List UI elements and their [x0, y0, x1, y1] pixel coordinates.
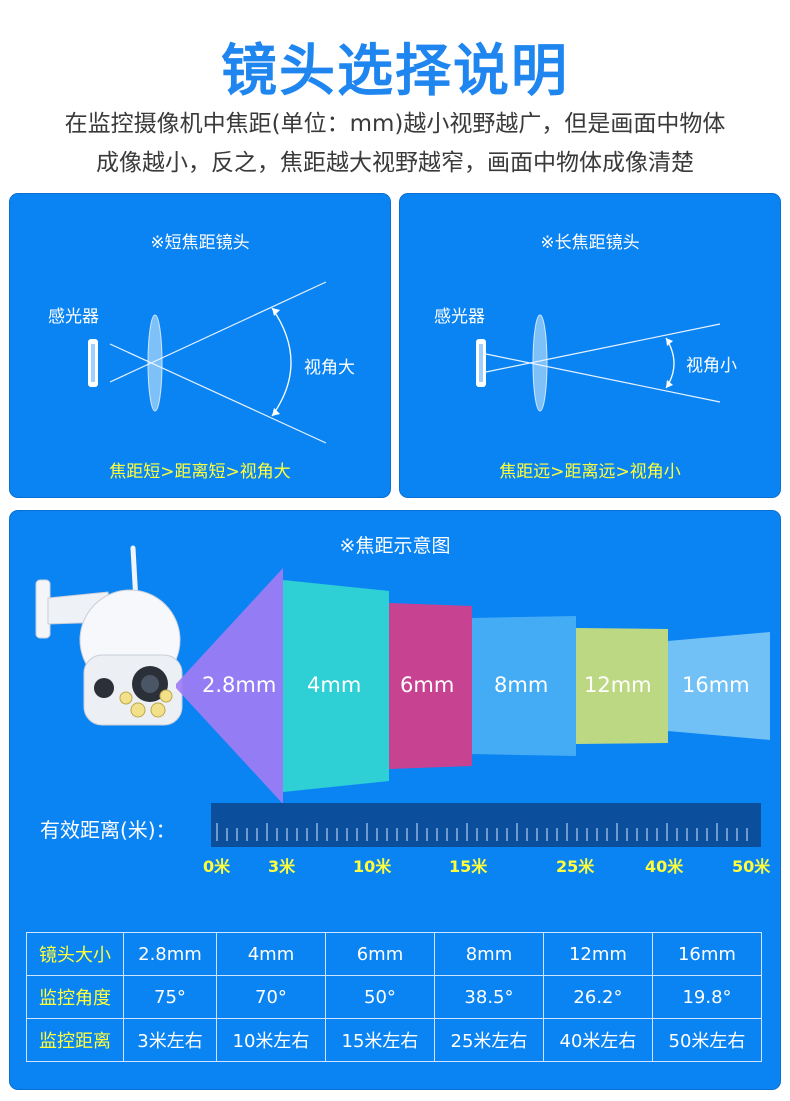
distance-tick-label: 0米 [203, 857, 231, 876]
spec-cell: 2.8mm [123, 932, 217, 976]
angle-arc [271, 307, 292, 417]
long-lens-title: ※长焦距镜头 [540, 233, 640, 253]
focal-label-4mm: 4mm [307, 673, 362, 697]
spec-cell: 50° [324, 975, 435, 1019]
focal-label-2.8mm: 2.8mm [202, 673, 277, 697]
long-lens-note: 焦距远>距离远>视角小 [499, 462, 681, 482]
distance-tick-label: 15米 [449, 857, 488, 876]
long-lens-panel: ※长焦距镜头 感光器 视角小 焦距远>距离远>视角小 [400, 194, 780, 497]
focal-beam-4mm [283, 580, 389, 792]
spec-cell: 12mm [542, 932, 653, 976]
focal-beam-6mm [389, 603, 472, 769]
page-title: 镜头选择说明 [221, 39, 569, 104]
short-lens-panel: ※短焦距镜头 感光器 视角大 焦距短>距离短>视角大 [10, 194, 390, 497]
long-lens-sensor-label: 感光器 [434, 307, 485, 327]
spec-cell: 50米左右 [651, 1018, 763, 1062]
description-line-1: 在监控摄像机中焦距(单位：mm)越小视野越广，但是画面中物体 [64, 111, 726, 137]
spec-cell: 4mm [215, 932, 326, 976]
focal-beam-8mm [472, 616, 576, 756]
focal-label-8mm: 8mm [494, 673, 549, 697]
focal-beam-16mm [668, 632, 770, 740]
description-line-2: 成像越小，反之，焦距越大视野越窄，画面中物体成像清楚 [96, 150, 694, 176]
spec-cell: 8mm [433, 932, 544, 976]
focal-beam-2.8mm [176, 568, 283, 804]
spec-cell: 6mm [324, 932, 435, 976]
spec-cell: 70° [215, 975, 326, 1019]
spec-cell: 16mm [651, 932, 763, 976]
spec-cell: 40米左右 [542, 1018, 653, 1062]
long-lens-diagram [476, 314, 721, 412]
distance-tick-label: 3米 [268, 857, 296, 876]
camera-illustration [35, 545, 183, 726]
lens-icon [532, 314, 548, 412]
spec-cell: 15米左右 [324, 1018, 435, 1062]
short-lens-angle-label: 视角大 [304, 358, 355, 378]
spec-cell: 19.8° [651, 975, 763, 1019]
effective-distance-label: 有效距离(米)： [40, 818, 176, 842]
spec-row-header: 镜头大小 [26, 932, 124, 976]
spec-row-header: 监控距离 [26, 1018, 124, 1062]
spec-cell: 10米左右 [215, 1018, 326, 1062]
spec-cell: 38.5° [433, 975, 544, 1019]
distance-tick-label: 25米 [556, 857, 595, 876]
spec-cell: 25米左右 [433, 1018, 544, 1062]
distance-tick-label: 10米 [353, 857, 392, 876]
short-lens-sensor-label: 感光器 [48, 307, 99, 327]
spec-cell: 26.2° [542, 975, 653, 1019]
lens-icon [147, 314, 163, 412]
focal-label-6mm: 6mm [400, 673, 455, 697]
distance-tick-label: 50米 [732, 857, 771, 876]
short-lens-title: ※短焦距镜头 [150, 233, 250, 253]
focal-beam-12mm [576, 628, 668, 744]
short-lens-diagram [88, 281, 327, 444]
distance-tick-label: 40米 [645, 857, 684, 876]
focal-label-12mm: 12mm [584, 673, 652, 697]
long-lens-angle-label: 视角小 [686, 356, 737, 376]
distance-ruler [211, 803, 761, 847]
spec-cell: 75° [123, 975, 217, 1019]
spec-cell: 3米左右 [123, 1018, 217, 1062]
spec-row-header: 监控角度 [26, 975, 124, 1019]
focal-chart-title: ※焦距示意图 [339, 535, 451, 557]
focal-label-16mm: 16mm [682, 673, 750, 697]
short-lens-note: 焦距短>距离短>视角大 [109, 462, 291, 482]
